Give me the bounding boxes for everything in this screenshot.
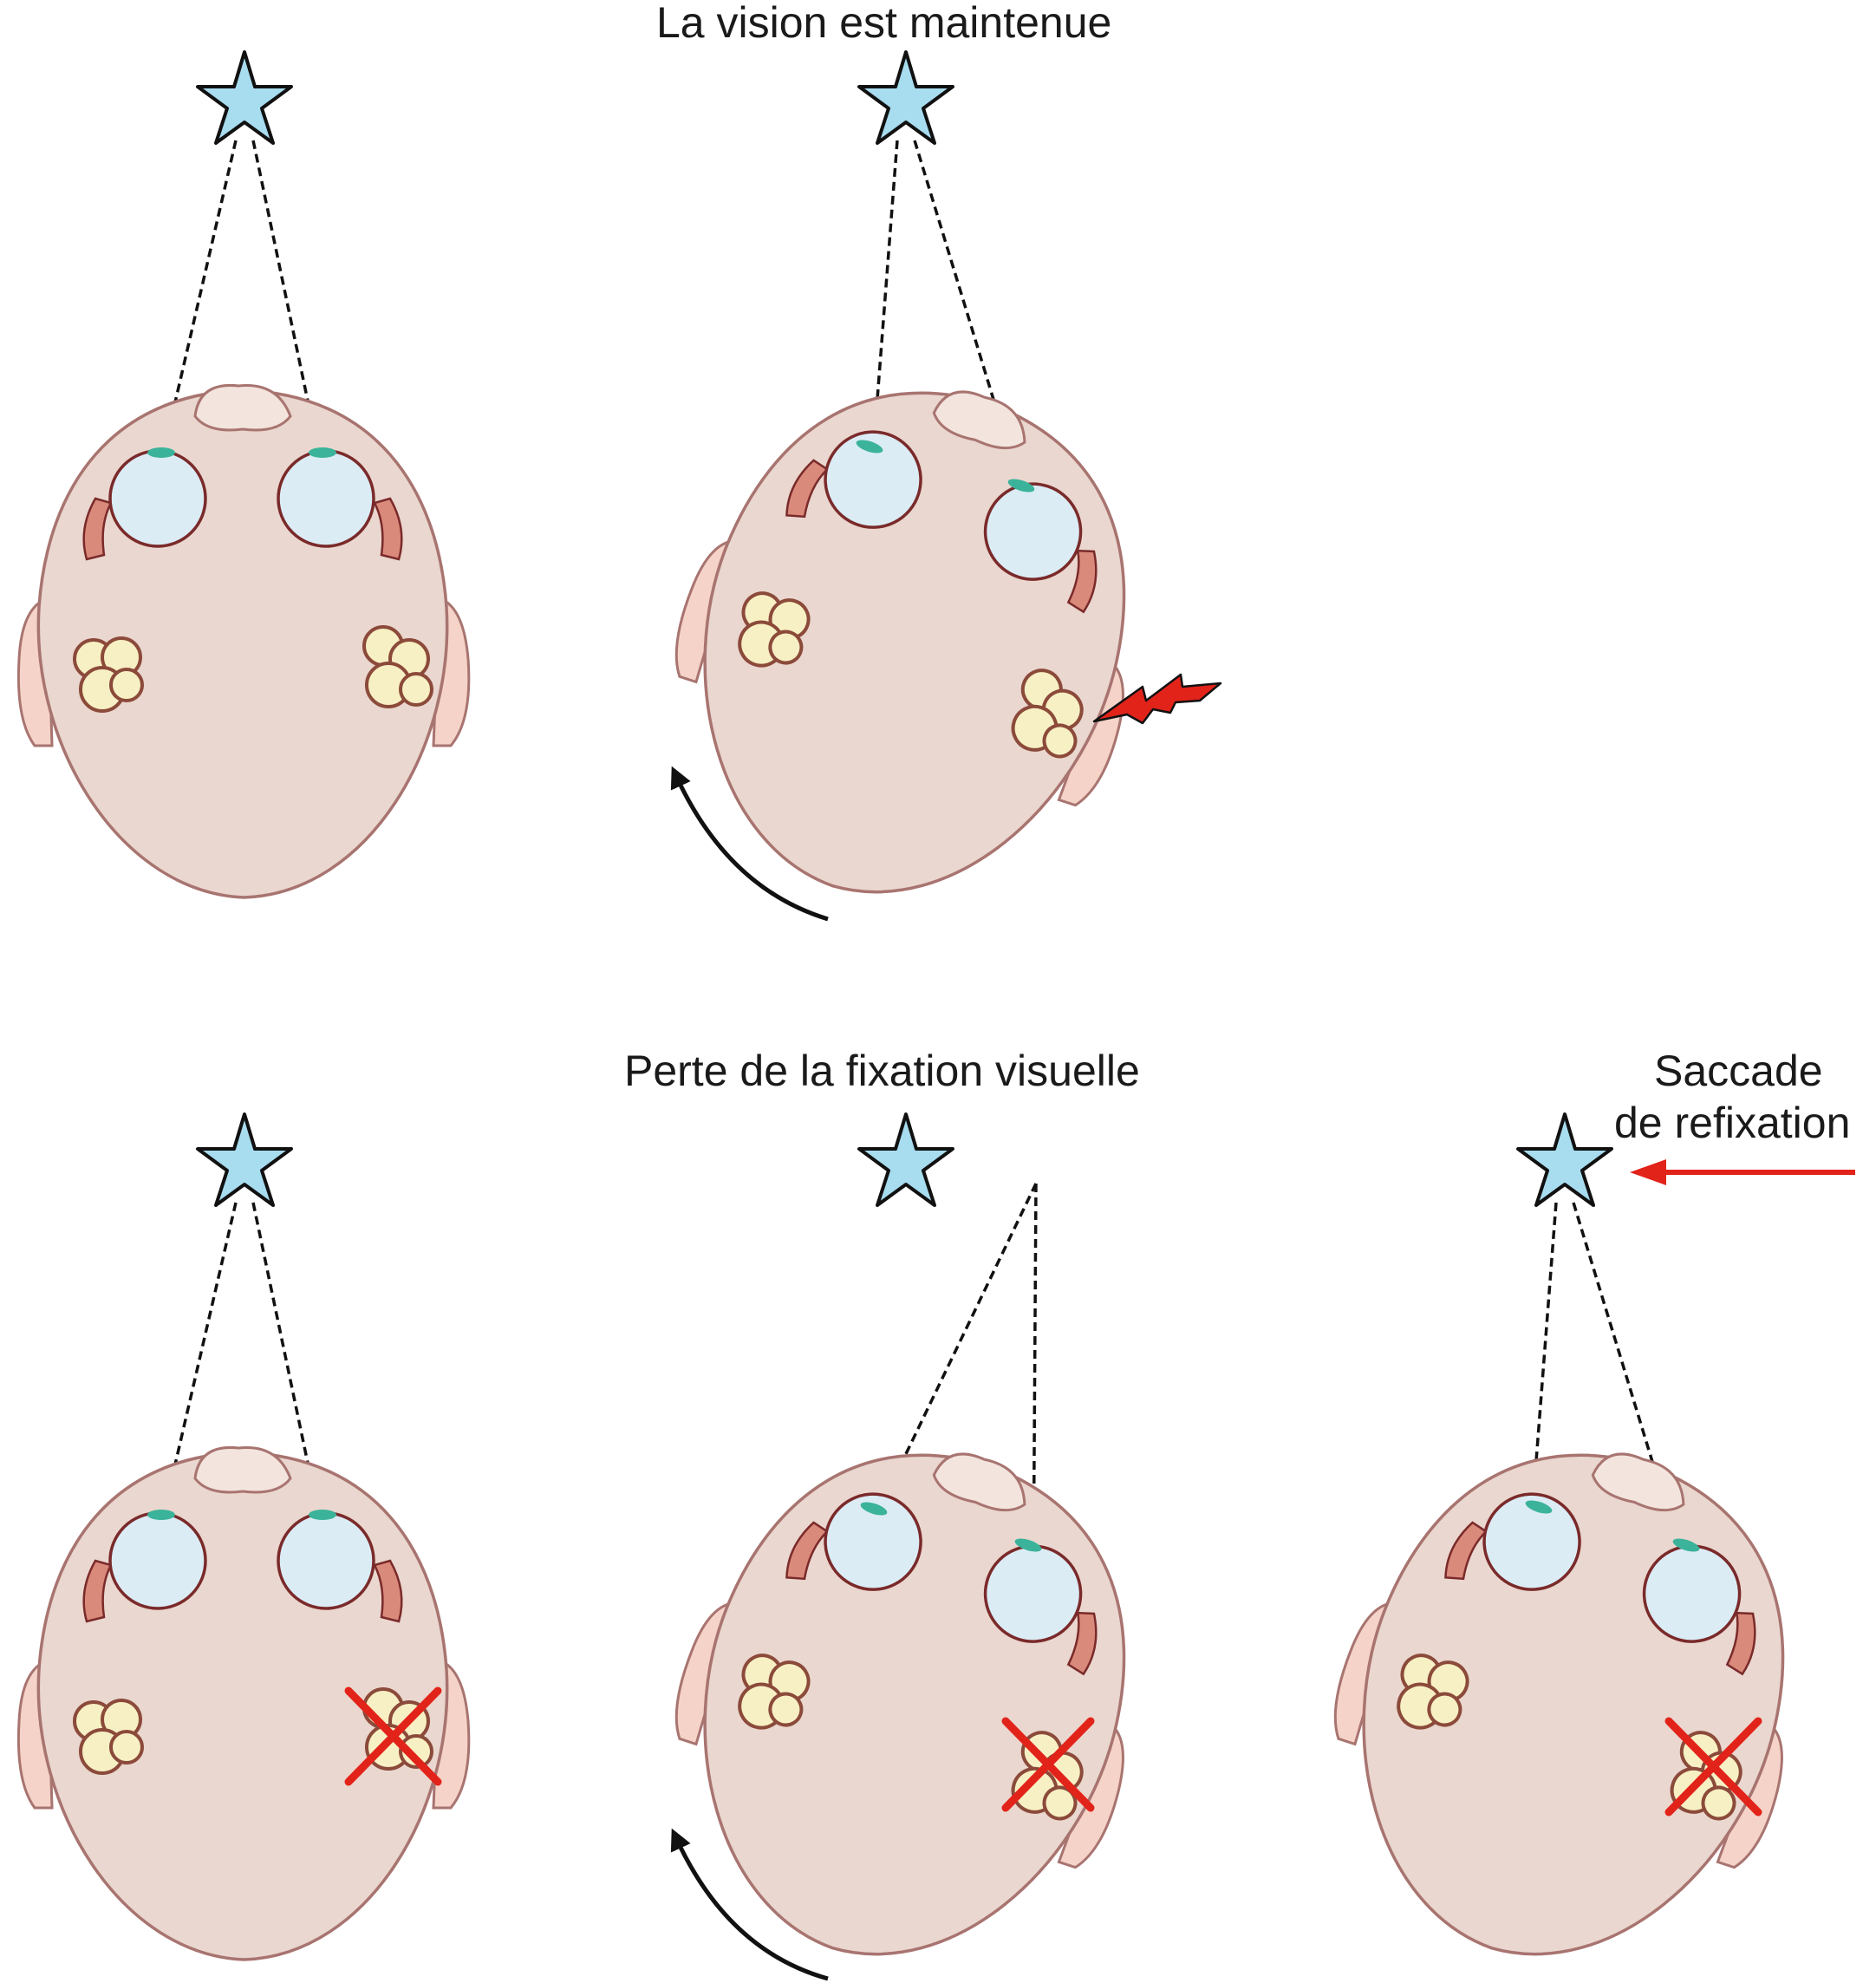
gaze-line-left-eye	[152, 1202, 238, 1559]
gaze-line-left-eye	[152, 140, 238, 497]
target-star	[196, 50, 293, 145]
left-iris	[856, 440, 883, 453]
panel-bottom-middle	[670, 1112, 1126, 1981]
head-outline	[703, 391, 1126, 894]
label-saccade-line1: Saccade	[1654, 1047, 1823, 1095]
gaze-line-right-eye	[251, 140, 329, 497]
left-eyeball	[824, 1492, 922, 1591]
right-eye-muscle	[1066, 549, 1098, 614]
label-vision-maintained: La vision est maintenue	[656, 0, 1112, 47]
right-eye-muscle	[1066, 1611, 1098, 1676]
damaged-inner-ear-cross-icon	[1001, 1717, 1095, 1812]
head-rotation-arrow	[670, 1828, 829, 1981]
right-iris	[309, 1510, 336, 1520]
nose	[932, 1452, 1026, 1512]
left-eye-muscle	[785, 459, 830, 519]
left-eye-muscle	[82, 497, 113, 561]
left-inner-ear	[1397, 1654, 1469, 1730]
left-eye-muscle	[785, 1521, 830, 1581]
head	[16, 1445, 471, 1961]
left-eye-muscle	[82, 1559, 113, 1623]
right-inner-ear	[1011, 1731, 1084, 1821]
gaze-line-left-eye	[1527, 1202, 1558, 1563]
left-inner-ear	[738, 591, 811, 668]
nose	[193, 1445, 292, 1494]
right-iris	[1007, 479, 1035, 492]
gaze-line-left-eye	[868, 140, 899, 501]
left-inner-ear	[73, 1699, 144, 1775]
right-eye-muscle	[1725, 1611, 1756, 1676]
nose	[193, 383, 292, 432]
right-eye-muscle	[373, 497, 403, 561]
target-star	[857, 1112, 954, 1207]
left-eyeball	[1482, 1492, 1581, 1591]
gaze-line-right-eye	[251, 1202, 329, 1559]
right-eyeball	[983, 1544, 1083, 1643]
left-eye-muscle	[1444, 1521, 1488, 1581]
head-outline	[703, 1453, 1126, 1956]
target-star	[857, 50, 954, 145]
panel-bottom-left	[16, 1112, 471, 1961]
stimulus-lightning-icon	[1092, 673, 1222, 725]
head-rotation-arrow	[670, 766, 829, 922]
target-star	[1516, 1112, 1613, 1207]
head	[674, 1452, 1126, 1956]
head-outline	[1362, 1453, 1785, 1956]
damaged-inner-ear-cross-icon	[344, 1686, 442, 1786]
label-loss-of-fixation: Perte de la fixation visuelle	[624, 1047, 1140, 1095]
right-iris	[1672, 1538, 1700, 1552]
left-eyeball	[108, 449, 207, 548]
left-iris	[860, 1502, 888, 1516]
left-eyeball	[108, 1511, 207, 1610]
right-inner-ear	[1011, 669, 1084, 759]
left-inner-ear	[73, 636, 144, 713]
right-iris	[1014, 1538, 1042, 1552]
right-eyeball	[1642, 1544, 1742, 1643]
right-eye-muscle	[373, 1559, 403, 1623]
right-eyeball	[983, 482, 1083, 581]
saccade-arrow-icon	[1630, 1159, 1855, 1185]
head	[1333, 1452, 1785, 1956]
right-iris	[309, 447, 336, 458]
label-saccade-line2: de refixation	[1614, 1099, 1851, 1147]
panel-top-middle	[670, 50, 1222, 922]
left-eyeball	[824, 430, 922, 529]
left-iris	[147, 447, 175, 458]
right-inner-ear	[362, 625, 433, 708]
right-eyeball	[277, 1511, 375, 1610]
damaged-inner-ear-cross-icon	[1664, 1717, 1762, 1817]
left-iris	[147, 1510, 175, 1520]
left-iris	[1525, 1500, 1553, 1514]
right-eyeball	[277, 449, 375, 548]
head	[16, 383, 471, 899]
left-inner-ear	[738, 1654, 811, 1730]
nose	[932, 390, 1026, 450]
head	[674, 390, 1126, 894]
panel-top-left	[16, 50, 471, 899]
nose	[1591, 1452, 1685, 1512]
target-star	[196, 1112, 293, 1207]
panel-bottom-right	[1333, 1112, 1855, 1956]
